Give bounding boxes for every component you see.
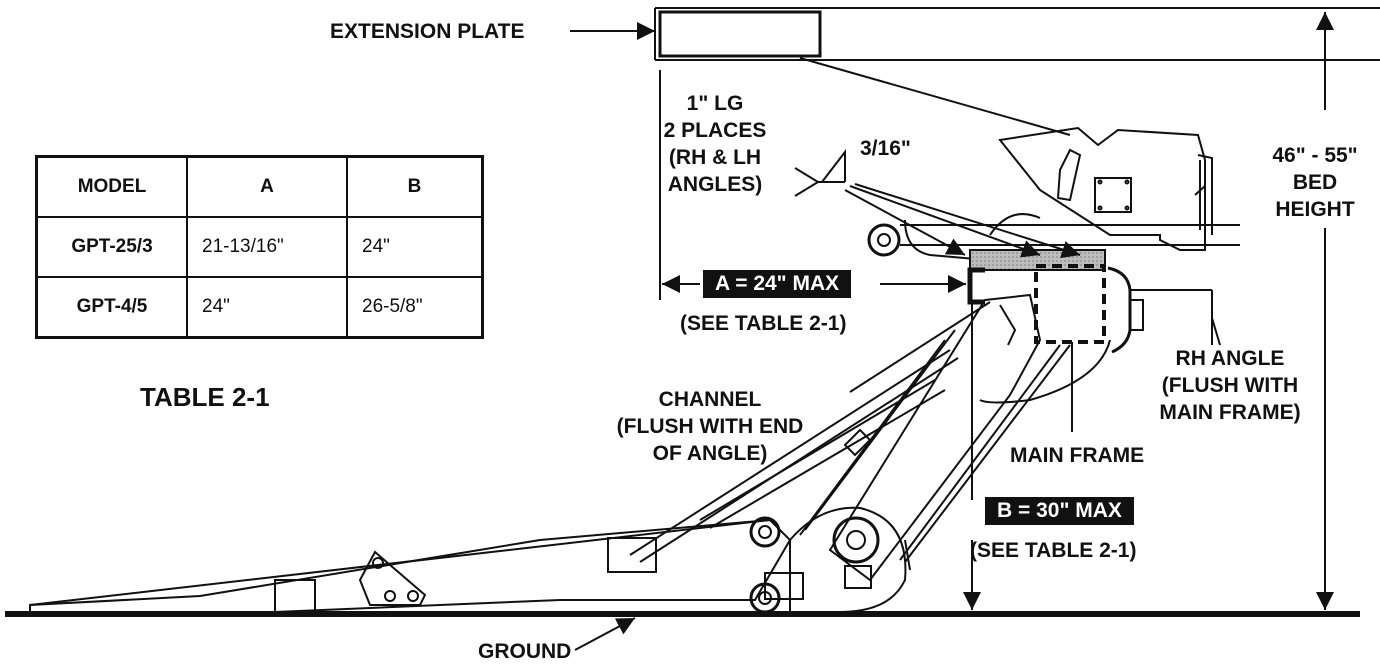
channel-line-2: (FLUSH WITH END [616,415,804,438]
channel-line-3: OF ANGLE) [652,442,768,465]
main-frame [1034,264,1106,344]
weld-size-label: 3/16" [860,137,911,160]
table-row: GPT-25/3 21-13/16" 24" [35,216,484,278]
dim-a-see-table: (SEE TABLE 2-1) [680,312,847,335]
weld-line-3: (RH & LH [668,146,762,169]
model-dimension-table: MODEL A B GPT-25/3 21-13/16" 24" GPT-4/5… [35,155,484,339]
dim-b-label: B = 30" MAX [985,497,1134,525]
extension-plate [658,10,822,58]
extension-plate-label: EXTENSION PLATE [330,20,525,43]
rh-angle-line-1: RH ANGLE [1175,347,1285,370]
table-cell-b: 26-5/8" [346,276,484,339]
weld-line-4: ANGLES) [667,173,763,196]
truck-bed [654,7,1380,61]
channel-leader [849,301,991,393]
pivot-assembly [749,506,911,614]
weld-line-2: 2 PLACES [663,119,767,142]
ground-label: GROUND [478,640,572,663]
power-unit [998,126,1213,251]
dim-b-see-table: (SEE TABLE 2-1) [970,539,1137,562]
bed-height-line-1: 46" - 55" [1272,144,1358,167]
table-title: TABLE 2-1 [140,382,270,412]
channel-line-1: CHANNEL [658,388,762,411]
rh-angle [1107,266,1132,354]
table-cell-a: 21-13/16" [186,216,348,278]
table-header-a: A [186,155,348,218]
bed-height-label: 46" - 55" BED HEIGHT [1250,142,1380,223]
rh-angle-label: RH ANGLE (FLUSH WITH MAIN FRAME) [1130,345,1330,426]
ground-leader [574,617,636,651]
weld-leaders [844,183,1081,259]
table-row: GPT-4/5 24" 26-5/8" [35,276,484,339]
bed-height-line-3: HEIGHT [1275,198,1355,221]
bed-height-line-2: BED [1292,171,1338,194]
table-cell-model: GPT-4/5 [35,276,188,339]
channel [967,267,985,305]
table-cell-model: GPT-25/3 [35,216,188,278]
table-cell-b: 24" [346,216,484,278]
weld-symbol [794,149,846,197]
channel-label: CHANNEL (FLUSH WITH END OF ANGLE) [580,386,840,467]
weld-line-1: 1" LG [686,92,744,115]
main-frame-label: MAIN FRAME [1010,444,1145,467]
rh-angle-line-3: MAIN FRAME) [1159,401,1301,424]
table-header-model: MODEL [35,155,188,218]
dim-a-label: A = 24" MAX [703,270,852,298]
table-header-b: B [346,155,484,218]
weld-callout-label: 1" LG 2 PLACES (RH & LH ANGLES) [640,90,790,198]
platform-ramp [29,518,804,615]
table-cell-a: 24" [186,276,348,339]
table-header-row: MODEL A B [35,155,484,218]
upper-tie-line [799,57,1071,136]
rh-angle-leader [1211,317,1221,346]
lift-arm [799,293,1111,582]
rh-angle-line-2: (FLUSH WITH [1161,374,1299,397]
